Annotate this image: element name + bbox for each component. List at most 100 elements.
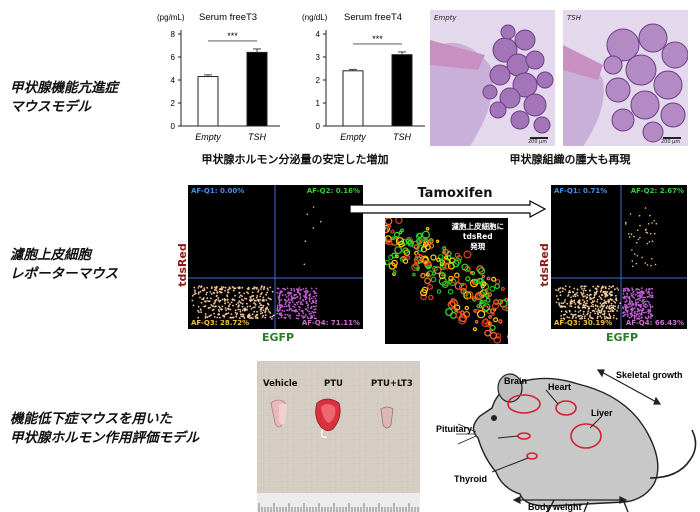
event-dot [606,294,609,297]
event-dot [564,313,566,316]
micrograph-text-line: 濾胞上皮細胞に [451,222,505,231]
thyroid-photo-image [257,361,420,512]
event-dot [214,301,217,303]
cell-mark [394,246,403,254]
event-dot [310,302,313,305]
scale-bar-label: 200 µm [661,139,681,145]
cell-mark [478,304,483,309]
event-dot [614,288,616,291]
event-dot [280,314,283,316]
event-dot [313,317,316,320]
event-dot [609,315,612,318]
cell-mark [449,299,459,308]
event-dot [584,285,587,288]
event-dot [649,294,652,297]
event-dot [635,304,637,306]
event-dot [643,311,645,314]
cell-mark [391,259,398,267]
event-dot [582,310,585,313]
cell-mark [390,229,395,234]
row-label-line: 甲状腺ホルモン作用評価モデル [10,430,199,446]
event-dot [644,262,646,264]
event-dot [640,316,643,319]
event-dot [310,307,312,310]
cell-mark [407,239,413,245]
event-dot [583,301,585,304]
event-dot [286,287,289,290]
event-dot [560,315,563,317]
event-dot [249,305,252,307]
event-dot [605,306,608,309]
cell-mark [481,274,486,279]
event-dot [642,302,644,305]
event-dot [633,253,636,255]
event-dot [636,229,639,231]
event-dot [629,213,632,215]
event-dot [594,308,597,310]
event-dot [238,317,241,320]
event-dot [604,292,606,295]
event-dot [232,289,235,292]
event-dot [643,305,646,308]
event-dot [600,310,603,313]
event-dot [237,308,240,311]
thyroid-photo: Vehicle PTU PTU+LT3 [257,361,420,512]
event-dot [312,301,314,304]
event-dot [260,286,263,289]
cell-mark [476,293,482,299]
event-dot [606,291,609,293]
event-dot [645,300,647,302]
event-dot [614,294,617,297]
event-dot [635,241,638,244]
event-dot [631,309,633,312]
event-dot [631,288,634,291]
event-dot [582,292,585,295]
event-dot [630,233,633,235]
event-dot [255,317,257,319]
event-dot [640,312,643,315]
event-dot [276,304,279,307]
event-dot [603,299,606,302]
event-dot [204,305,207,307]
event-dot [597,313,599,316]
event-dot [261,312,264,314]
cell-mark [481,281,487,287]
bar [246,51,268,127]
cell-mark [485,320,492,328]
event-dot [570,299,573,301]
event-dot [638,214,641,217]
cell-mark [426,270,434,277]
event-dot [583,285,586,288]
x-tick-label: Empty [340,132,366,142]
flow-left-q3: AF-Q3: 28.72% [191,319,250,327]
event-dot [586,293,589,296]
event-dot [308,310,310,313]
event-dot [313,314,316,317]
event-dot [629,302,632,305]
event-dot [639,224,641,227]
event-dot [627,288,629,291]
event-dot [592,301,594,304]
event-dot [584,304,587,307]
event-dot [295,301,298,304]
event-dot [578,299,581,302]
event-dot [566,302,569,305]
event-dot [215,298,218,301]
cell-mark [483,291,490,297]
event-dot [216,291,219,294]
cell-mark [449,257,456,264]
event-dot [651,240,654,242]
event-dot [578,306,580,309]
event-dot [283,310,286,312]
cell-mark [427,283,433,290]
event-dot [610,304,613,307]
event-dot [193,293,196,296]
cell-mark [420,289,428,297]
event-dot [638,312,641,315]
event-dot [589,296,591,299]
cell-mark [489,285,496,292]
event-dot [312,227,315,229]
event-dot [594,304,597,307]
event-dot [646,291,649,294]
event-dot [605,302,607,305]
